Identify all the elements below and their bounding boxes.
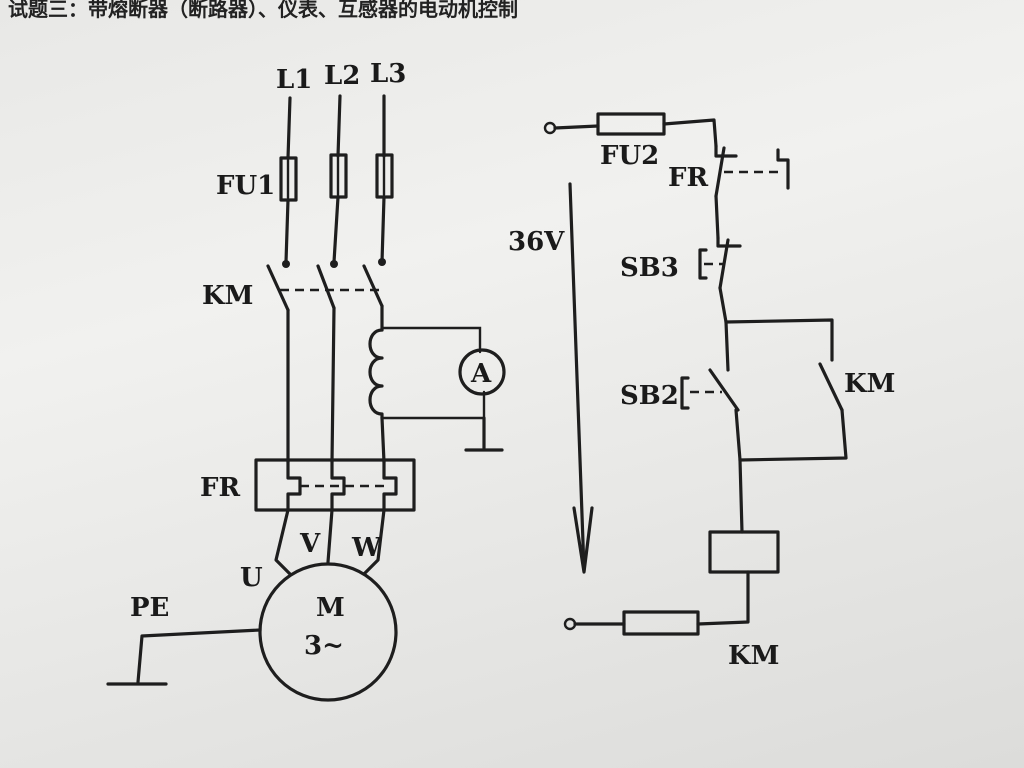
thermal-relay xyxy=(254,458,416,512)
phase-label-l2: L2 xyxy=(324,61,360,91)
phase-lines-top xyxy=(286,94,386,160)
motor-label-m: M xyxy=(316,593,345,623)
coil-km xyxy=(696,458,780,626)
page-title: 试题三：带熔断器（断路器）、仪表、互感器的电动机控制 xyxy=(8,0,518,21)
fuse-fu1 xyxy=(279,153,394,202)
contactor-label-km: KM xyxy=(202,281,253,311)
coil-label: KM xyxy=(728,641,779,671)
fr-contact-label: FR xyxy=(668,163,708,193)
terminal-label-w: W xyxy=(351,533,382,563)
start-button-label: SB2 xyxy=(620,381,679,411)
motor: M 3~ xyxy=(258,562,398,702)
fuse-label-fu1: FU1 xyxy=(216,171,275,201)
ground-label-pe: PE xyxy=(130,593,169,623)
voltage-arrow xyxy=(568,182,594,574)
branch-top xyxy=(724,318,834,362)
stop-button-sb3 xyxy=(698,236,742,324)
current-transformer xyxy=(368,326,504,452)
phase-label-l1: L1 xyxy=(276,65,312,95)
ammeter-label: A xyxy=(470,359,492,389)
bottom-supply xyxy=(563,610,700,636)
terminal-label-u: U xyxy=(240,563,263,593)
branch-left xyxy=(724,320,730,372)
fuse-label-fu2: FU2 xyxy=(600,141,659,171)
holding-contact-label: KM xyxy=(844,369,895,399)
stop-button-label: SB3 xyxy=(620,253,679,283)
motor-label-3phase: 3~ xyxy=(304,631,344,661)
holding-contact-km xyxy=(738,362,848,462)
contactor-main-contacts xyxy=(266,264,384,312)
thermal-relay-label: FR xyxy=(200,473,240,503)
voltage-label: 36V xyxy=(508,227,565,257)
phase-lines-lower xyxy=(286,304,386,464)
pe-ground xyxy=(106,628,262,686)
ammeter: A xyxy=(458,348,506,396)
motor-leads xyxy=(274,508,386,576)
phase-lines-mid xyxy=(282,195,386,268)
phase-label-l3: L3 xyxy=(370,59,406,89)
fuse-fu2 xyxy=(543,112,718,148)
fr-contact xyxy=(714,144,790,240)
terminal-label-v: V xyxy=(299,529,321,559)
start-button-sb2 xyxy=(680,368,742,462)
